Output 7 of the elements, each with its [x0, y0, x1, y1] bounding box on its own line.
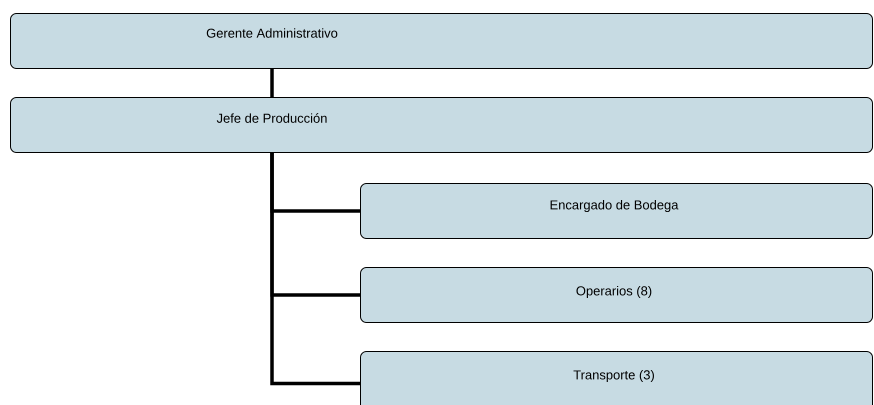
org-box: Encargado de Bodega [360, 183, 873, 239]
connector-line [270, 69, 274, 97]
connector-line [270, 153, 360, 386]
org-box: Gerente Administrativo [10, 13, 874, 69]
org-box: Transporte (3) [360, 351, 873, 405]
org-box: Jefe de Producción [10, 97, 874, 153]
org-box: Operarios (8) [360, 267, 873, 323]
